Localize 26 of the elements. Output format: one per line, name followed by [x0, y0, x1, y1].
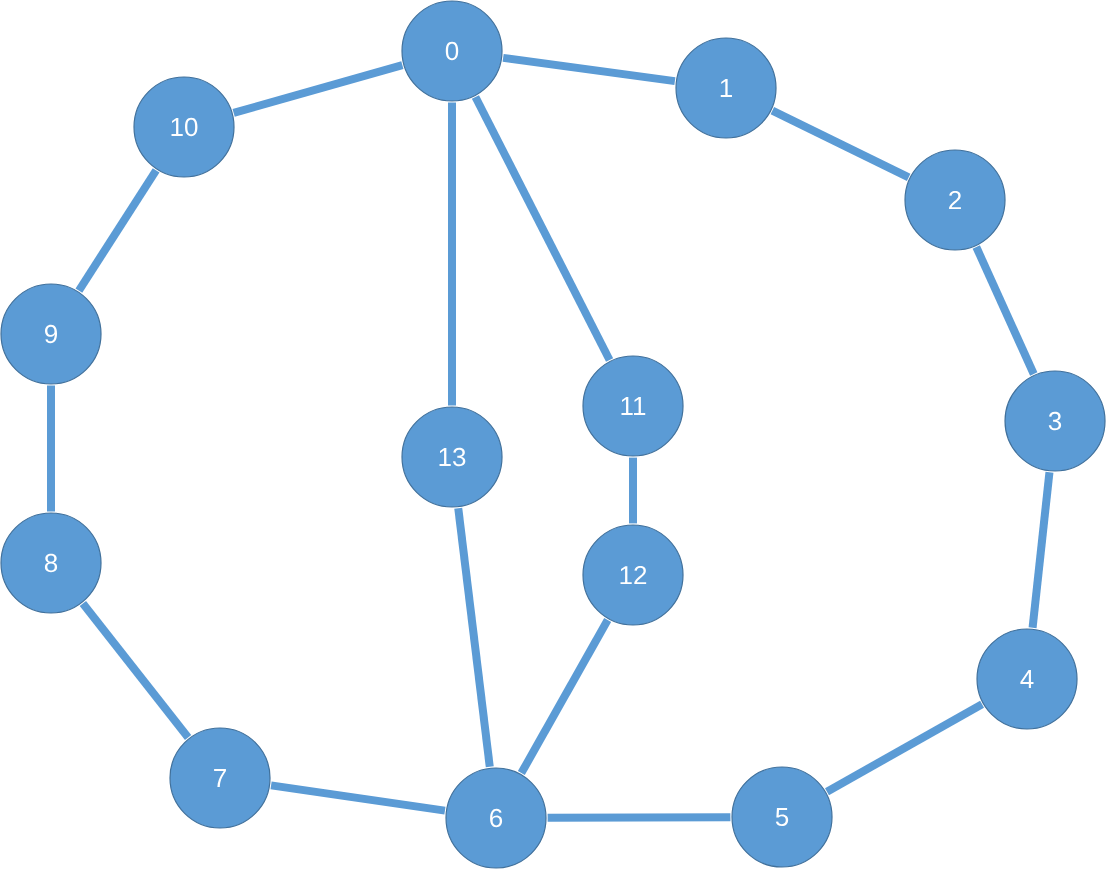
- graph-node: 7: [169, 727, 271, 829]
- graph-node: 11: [582, 355, 684, 457]
- edge-line: [517, 618, 612, 776]
- edge-line: [972, 245, 1038, 376]
- edge-line: [454, 507, 494, 768]
- graph-node: 6: [445, 767, 547, 869]
- edge-line: [770, 107, 911, 181]
- graph-node: 3: [1004, 370, 1106, 472]
- edge-line: [471, 95, 614, 362]
- graph-node: 10: [133, 76, 235, 178]
- graph-node: 8: [0, 512, 102, 614]
- graph-node: 9: [0, 283, 102, 385]
- edge-line: [502, 53, 676, 86]
- edge-line: [232, 61, 404, 117]
- edge-line: [1028, 471, 1054, 629]
- graph-node: 2: [904, 149, 1006, 251]
- edge-line: [270, 781, 446, 815]
- edge-line: [79, 601, 192, 740]
- graph-node: 13: [401, 406, 503, 508]
- graph-node: 5: [731, 766, 833, 868]
- graph-node: 1: [675, 37, 777, 139]
- graph-node: 0: [401, 0, 503, 102]
- edge-line: [75, 168, 160, 293]
- graph-node: 12: [582, 524, 684, 626]
- graph-node: 4: [976, 628, 1078, 730]
- edge-line: [825, 700, 985, 796]
